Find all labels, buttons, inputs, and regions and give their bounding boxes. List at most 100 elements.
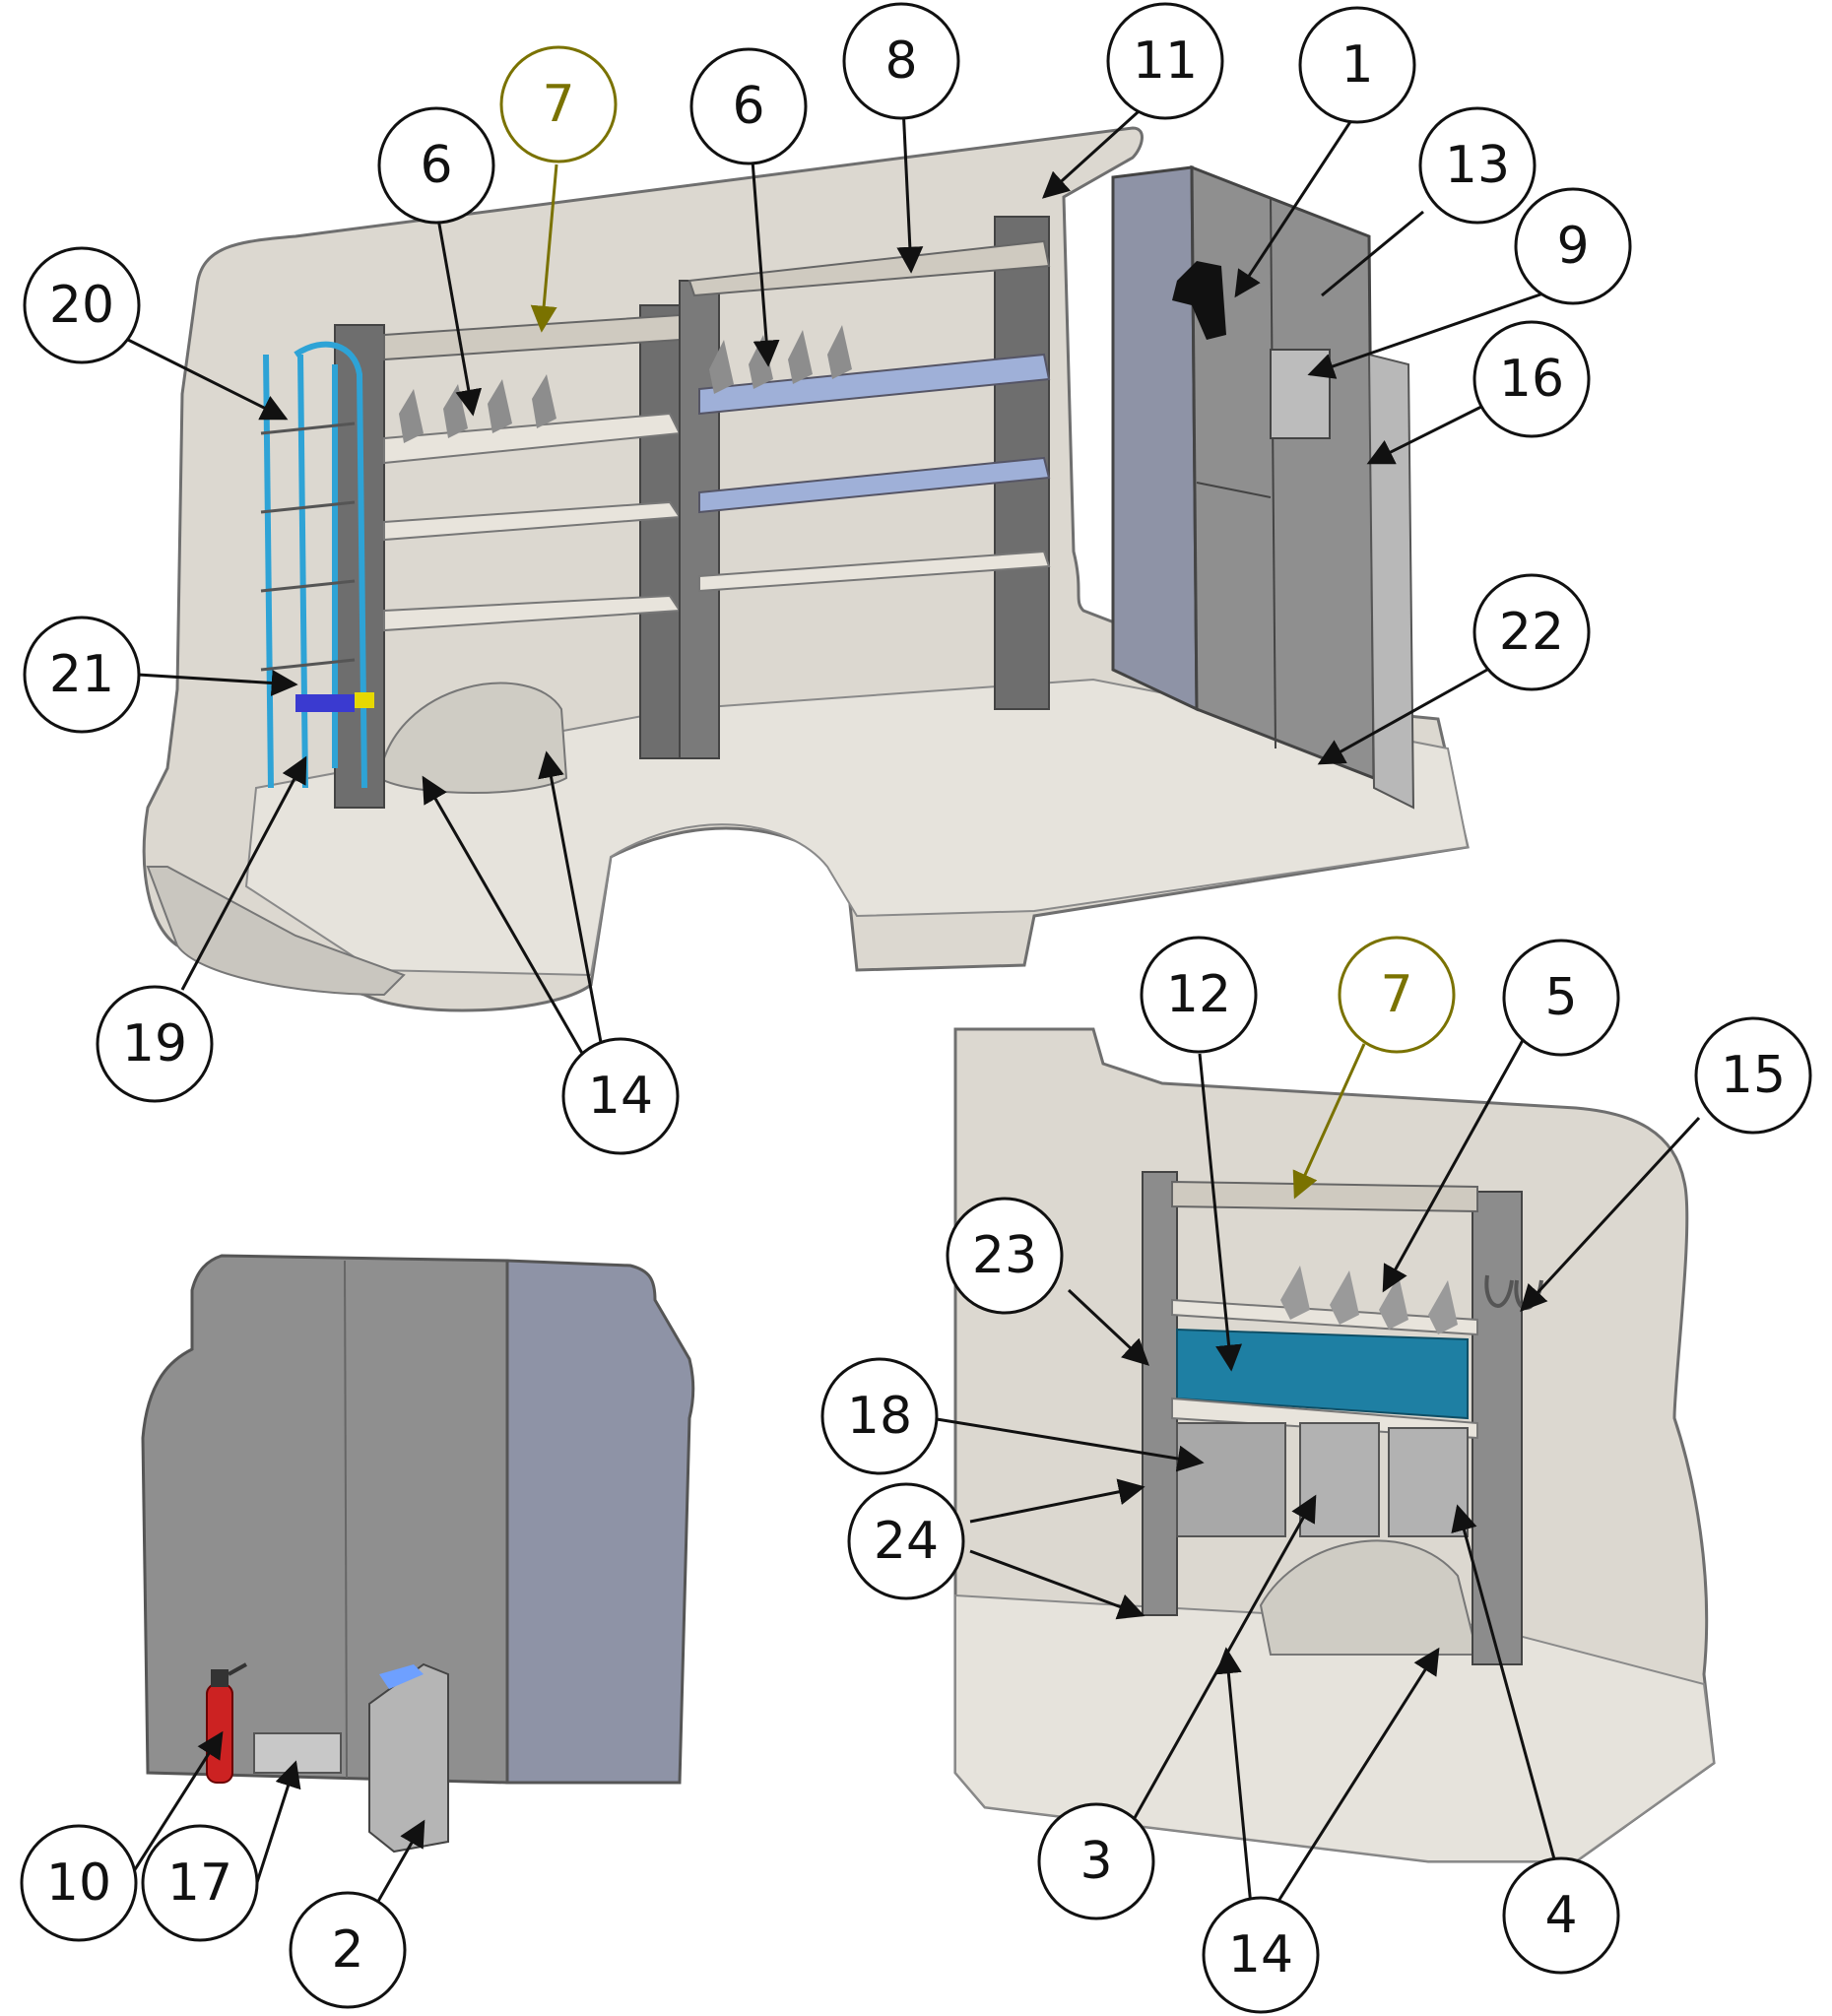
callout-23: 23: [946, 1197, 1064, 1315]
leader-24b: [969, 1549, 1145, 1620]
shelving-unit-front-view: [1142, 1171, 1523, 1665]
callout-18-label: 18: [847, 1387, 912, 1446]
leader-17: [249, 1760, 301, 1902]
callout-6b-label: 6: [732, 77, 764, 136]
leader-lines-olive: [530, 163, 1366, 1200]
callout-22-label: 22: [1499, 603, 1564, 662]
ladder-hooks: [260, 422, 356, 672]
van-interior-side-view: [142, 126, 1470, 1012]
leader-22: [1317, 668, 1488, 765]
callout-12-label: 12: [1166, 965, 1231, 1024]
callout-12: 12: [1140, 936, 1258, 1054]
callout-8-label: 8: [884, 32, 917, 91]
leader-18: [930, 1416, 1205, 1472]
callout-10-label: 10: [46, 1853, 111, 1913]
callout-3-label: 3: [1080, 1832, 1112, 1891]
callout-9: 9: [1514, 187, 1632, 305]
partition-seam: [344, 1260, 348, 1779]
callout-5: 5: [1502, 939, 1620, 1057]
callout-15: 15: [1694, 1016, 1812, 1135]
callout-1: 1: [1298, 6, 1416, 124]
partition-rear-view: [141, 1254, 695, 1853]
leader-7b: [1292, 1043, 1366, 1200]
callout-24-label: 24: [874, 1512, 939, 1571]
leader-14a-1: [422, 775, 593, 1070]
callout-17: 17: [141, 1824, 259, 1942]
leader-11: [1041, 101, 1149, 199]
callout-4: 4: [1502, 1856, 1620, 1975]
callout-14a-label: 14: [588, 1067, 653, 1126]
callout-16: 16: [1472, 320, 1591, 438]
van-interior-front-view: [953, 1027, 1716, 1863]
callout-7a: 7: [499, 45, 618, 163]
leader-14a-2: [538, 750, 608, 1070]
leader-20: [127, 338, 289, 421]
callout-7b: 7: [1338, 936, 1456, 1054]
callout-21-label: 21: [49, 645, 114, 704]
callout-24: 24: [847, 1482, 965, 1600]
callout-20-label: 20: [49, 276, 114, 335]
wheel-well-front: [1259, 1539, 1479, 1656]
leader-15: [1520, 1116, 1701, 1312]
callout-5-label: 5: [1544, 968, 1577, 1027]
leader-12: [1198, 1053, 1243, 1372]
leader-4: [1451, 1504, 1558, 1867]
callout-7b-label: 7: [1380, 965, 1412, 1024]
callout-14b: 14: [1202, 1896, 1320, 2014]
callout-21: 21: [23, 616, 141, 734]
leader-lines: [116, 101, 1701, 1926]
callout-3: 3: [1037, 1802, 1155, 1920]
callout-20: 20: [23, 246, 141, 364]
callout-9-label: 9: [1556, 217, 1589, 276]
leader-8: [896, 105, 924, 274]
callout-6b: 6: [689, 47, 808, 165]
callout-14a: 14: [561, 1037, 680, 1155]
coat-hook: [1172, 261, 1226, 340]
leader-9: [1307, 284, 1567, 379]
leader-6b: [750, 147, 780, 367]
leader-6a: [436, 218, 483, 417]
callout-11: 11: [1106, 2, 1224, 120]
partition-with-door: [1111, 164, 1415, 810]
callout-7a-label: 7: [542, 75, 574, 134]
callout-2-label: 2: [331, 1920, 363, 1980]
callout-6a-label: 6: [420, 136, 452, 195]
rack-yellow-tag: [355, 692, 374, 708]
leader-3: [1111, 1494, 1317, 1857]
callout-2: 2: [289, 1891, 407, 2009]
callout-4-label: 4: [1544, 1886, 1577, 1945]
callout-19: 19: [96, 985, 214, 1103]
callout-16-label: 16: [1499, 350, 1564, 409]
callout-11-label: 11: [1133, 32, 1198, 91]
callout-18: 18: [820, 1357, 939, 1475]
leader-21: [137, 670, 298, 696]
callout-22: 22: [1472, 573, 1591, 691]
storage-box: [253, 1732, 342, 1774]
callout-23-label: 23: [972, 1226, 1037, 1285]
leader-13: [1321, 210, 1424, 297]
callout-15-label: 15: [1721, 1046, 1786, 1105]
partition-panel-blue: [505, 1259, 695, 1785]
leader-7a: [530, 163, 558, 333]
callout-14b-label: 14: [1228, 1925, 1293, 1984]
leader-5: [1382, 1023, 1534, 1293]
leader-14b-2: [1274, 1647, 1440, 1907]
callout-13-label: 13: [1445, 136, 1510, 195]
partition-panel-grey: [141, 1254, 509, 1785]
rear-step-bumper: [146, 866, 406, 997]
callout-1-label: 1: [1341, 35, 1373, 95]
leader-23: [1067, 1288, 1149, 1366]
shelving-unit-front: [679, 216, 1051, 759]
callout-6a: 6: [377, 106, 495, 225]
leader-24a: [969, 1478, 1145, 1524]
locking-cabinet: [368, 1662, 449, 1853]
callout-8: 8: [842, 2, 960, 120]
leader-19: [180, 755, 307, 991]
rack-label-decal: [295, 694, 355, 712]
leader-14b-1: [1214, 1647, 1253, 1907]
leader-16: [1366, 402, 1488, 465]
wall-mount-box: [1270, 349, 1331, 439]
callout-17-label: 17: [167, 1853, 232, 1913]
callout-19-label: 19: [122, 1014, 187, 1073]
